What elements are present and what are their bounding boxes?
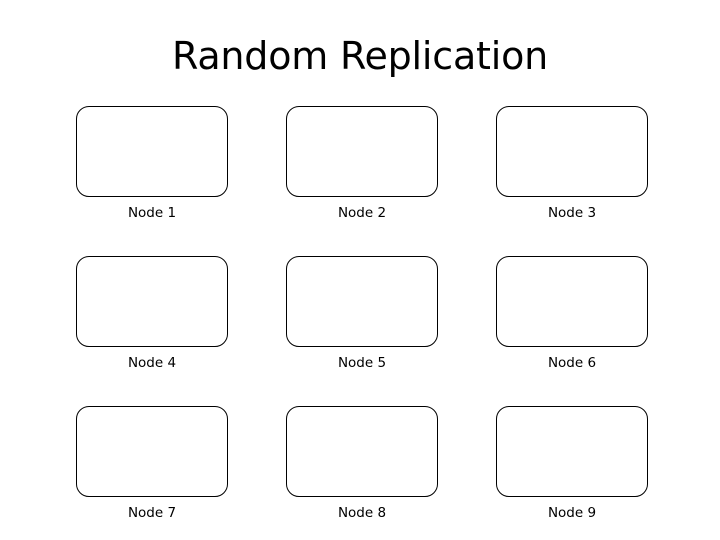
node-box[interactable] (76, 106, 228, 197)
node-box[interactable] (286, 406, 438, 497)
node-box[interactable] (76, 406, 228, 497)
node-label: Node 7 (127, 505, 177, 521)
node-box[interactable] (286, 106, 438, 197)
node-box[interactable] (286, 256, 438, 347)
page-title: Random Replication (171, 34, 549, 78)
node-cell[interactable]: Node 1 (76, 106, 228, 221)
node-label: Node 6 (547, 355, 597, 371)
node-label: Node 2 (337, 205, 387, 221)
node-label: Node 4 (127, 355, 177, 371)
node-label: Node 9 (547, 505, 597, 521)
node-cell[interactable]: Node 2 (286, 106, 438, 221)
node-cell[interactable]: Node 3 (496, 106, 648, 221)
node-label: Node 5 (337, 355, 387, 371)
node-cell[interactable]: Node 6 (496, 256, 648, 371)
node-box[interactable] (496, 406, 648, 497)
node-label: Node 8 (337, 505, 387, 521)
node-cell[interactable]: Node 4 (76, 256, 228, 371)
node-label: Node 3 (547, 205, 597, 221)
node-label: Node 1 (127, 205, 177, 221)
node-cell[interactable]: Node 5 (286, 256, 438, 371)
node-box[interactable] (496, 106, 648, 197)
node-cell[interactable]: Node 8 (286, 406, 438, 521)
node-cell[interactable]: Node 7 (76, 406, 228, 521)
node-box[interactable] (496, 256, 648, 347)
node-cell[interactable]: Node 9 (496, 406, 648, 521)
node-box[interactable] (76, 256, 228, 347)
